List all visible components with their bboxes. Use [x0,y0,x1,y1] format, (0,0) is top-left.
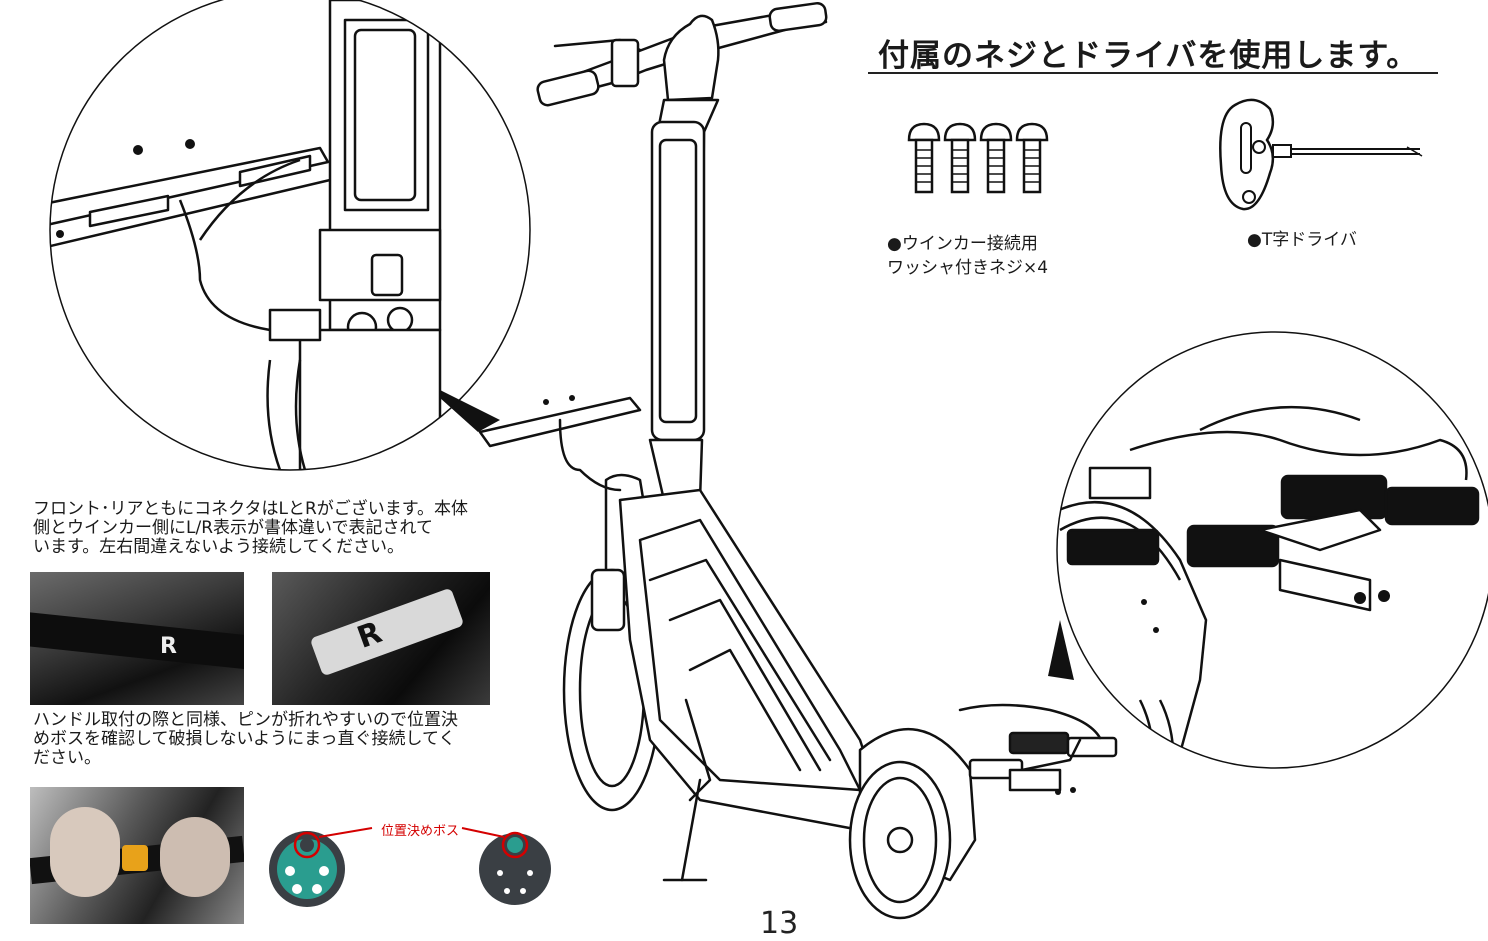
rear-wheel [848,728,977,920]
pin-note: ハンドル取付の際と同様、ピンが折れやすいので位置決 めボスを確認して破損しないよ… [33,711,533,768]
photo-connector-r-1: R [30,572,244,705]
connector-note-line3: います。左右間違えないよう接続してください。 [33,537,404,557]
rear-indicator-bar [958,703,1118,792]
deck [618,488,882,882]
photo-connector-insert [30,787,244,924]
pin-note-line2: めボスを確認して破損しないようにまっ直ぐ接続してく [33,729,456,749]
heading-underline [868,72,1438,74]
photo-letter: R [160,634,177,659]
handlebar [536,1,828,107]
screw-dots [543,395,1076,795]
page-heading: 付属のネジとドライバを使用します。 [878,38,1419,74]
stem [648,98,720,502]
pin-note-line1: ハンドル取付の際と同様、ピンが折れやすいので位置決 [33,710,458,730]
rear-detail-circle [1048,331,1488,769]
front-detail-circle [49,0,531,471]
front-indicator-bar [478,396,642,492]
driver-caption: ●T字ドライバ [1247,230,1357,250]
connector-note: フロント･リアともにコネクタはLとRがございます。本体 側とウインカー側にL/R… [33,500,533,557]
female-connector-icon [269,831,345,907]
detail-pointer [1048,620,1074,680]
screws-illustration [907,122,1049,194]
male-connector-icon [479,831,551,905]
screw-caption-line2: ワッシャ付きネジ×4 [887,258,1049,278]
pin-note-line3: ださい。 [33,748,101,768]
positioning-boss-label: 位置決めボス [381,824,460,839]
screw-caption: ●ウインカー接続用 ワッシャ付きネジ×4 [887,232,1048,280]
photo-connector-r-2: R [272,572,490,705]
connector-note-line1: フロント･リアともにコネクタはLとRがございます。本体 [33,499,469,519]
t-driver-icon [1219,98,1423,211]
connector-pin-diagram [269,827,551,907]
connector-note-line2: 側とウインカー側にL/R表示が書体違いで表記されて [33,518,433,538]
screw-caption-line1: ●ウインカー接続用 [887,234,1038,254]
